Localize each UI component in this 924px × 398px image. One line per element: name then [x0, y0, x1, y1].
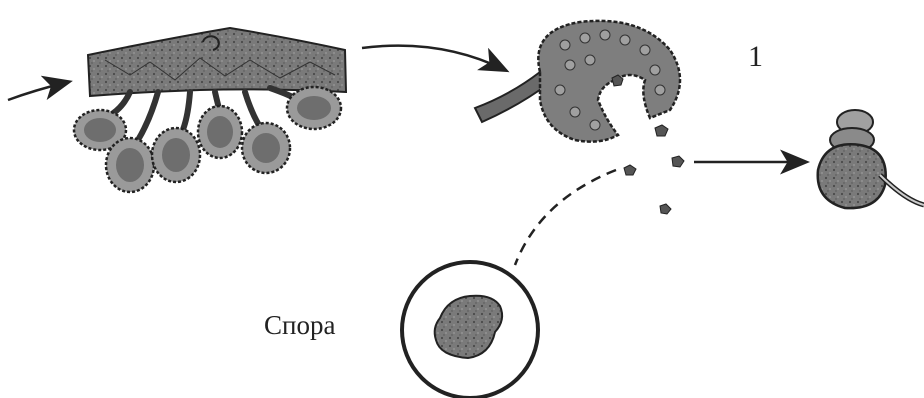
arrow-to-sporangium-icon — [362, 46, 505, 70]
ruptured-sporangium — [475, 21, 684, 214]
host-tissue-with-sporangia — [74, 28, 346, 192]
stage-number-label: 1 — [748, 40, 763, 74]
germinating-spore — [818, 110, 924, 208]
dashed-connector-icon — [515, 170, 616, 265]
magnifier-circle-icon — [402, 262, 538, 398]
entry-arrow-icon — [8, 82, 68, 100]
spore-label: Спора — [264, 310, 335, 341]
